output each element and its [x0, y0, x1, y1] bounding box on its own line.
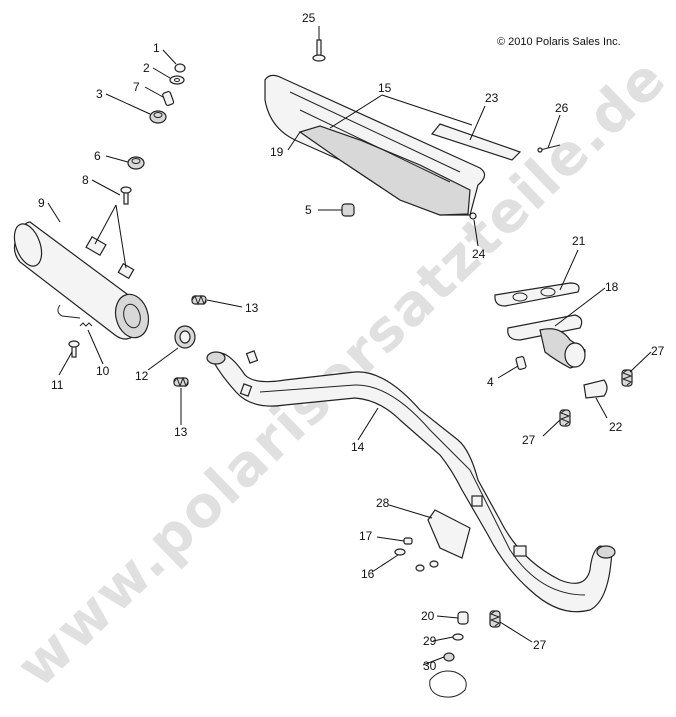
callout-20: 20	[421, 609, 435, 623]
gasket-part-12	[174, 325, 196, 349]
callout-17: 17	[359, 529, 373, 543]
callout-23: 23	[485, 91, 499, 105]
callout-24: 24	[472, 247, 486, 261]
spring-part-27-mid	[559, 409, 571, 427]
nut-part-16	[394, 548, 439, 572]
bolt-part-11	[68, 340, 80, 358]
callout-27-right: 27	[651, 344, 665, 358]
callout-14: 14	[351, 440, 365, 454]
callout-18: 18	[605, 280, 619, 294]
callout-27-bottom: 27	[533, 638, 547, 652]
callout-9: 9	[38, 196, 45, 210]
callout-19: 19	[270, 145, 284, 159]
callout-11: 11	[51, 378, 64, 392]
callout-29: 29	[423, 634, 437, 648]
washer-part-29	[452, 633, 464, 641]
spring-part-13-upper	[191, 294, 207, 306]
callout-21: 21	[572, 234, 586, 248]
muffler-part-9	[13, 221, 150, 340]
callout-8: 8	[82, 173, 89, 187]
bolt-part-17	[403, 537, 413, 545]
callout-5: 5	[305, 203, 312, 217]
callout-13-lower: 13	[174, 425, 188, 439]
plug-part-5	[341, 203, 355, 217]
clip-part-26	[537, 144, 561, 153]
callout-30: 30	[423, 659, 437, 673]
spring-part-27-right	[621, 369, 633, 387]
callout-25: 25	[302, 11, 316, 25]
heat-shield-part-23	[430, 123, 522, 161]
callout-10: 10	[96, 364, 110, 378]
callout-12: 12	[135, 369, 149, 383]
washer-part-2	[169, 75, 185, 85]
callout-4: 4	[487, 375, 494, 389]
callout-22: 22	[609, 420, 623, 434]
spring-part-10	[79, 322, 93, 327]
callout-26: 26	[555, 101, 569, 115]
nut-part-1	[174, 63, 186, 73]
grommet-part-3	[149, 110, 167, 124]
callout-15: 15	[378, 81, 392, 95]
callout-7: 7	[133, 80, 140, 94]
gasket-part-21	[494, 282, 580, 307]
spring-part-13-lower	[173, 376, 189, 388]
spring-part-27-bottom	[489, 610, 501, 628]
callout-3: 3	[96, 87, 103, 101]
copyright-text: © 2010 Polaris Sales Inc.	[497, 36, 621, 48]
callout-labels: 1 2 3 4 5 6 7 8 9 10 11 12 13 13 14 15 1…	[38, 11, 665, 673]
callout-1: 1	[153, 41, 160, 55]
callout-28: 28	[376, 496, 390, 510]
stud-part-4	[515, 356, 527, 370]
callout-27-mid: 27	[522, 433, 536, 447]
grommet-part-6	[127, 156, 145, 170]
callout-16: 16	[361, 567, 375, 581]
callout-2: 2	[143, 61, 150, 75]
seal-part-22	[583, 379, 608, 399]
head-pipe-part-14	[206, 350, 616, 613]
bolt-part-8	[120, 186, 132, 205]
vehicle-thumbnail	[429, 670, 467, 698]
callout-6: 6	[94, 149, 101, 163]
flange-part-18	[507, 314, 586, 369]
callout-13-upper: 13	[245, 301, 259, 315]
bracket-part-28	[427, 509, 471, 559]
screw-part-24	[469, 212, 477, 220]
heat-shield-part-15	[264, 74, 486, 216]
leader-lines	[47, 26, 652, 666]
washer-part-30	[443, 652, 455, 662]
plug-part-20	[457, 611, 469, 625]
spacer-part-7	[162, 90, 175, 106]
bolt-part-25	[312, 39, 326, 62]
